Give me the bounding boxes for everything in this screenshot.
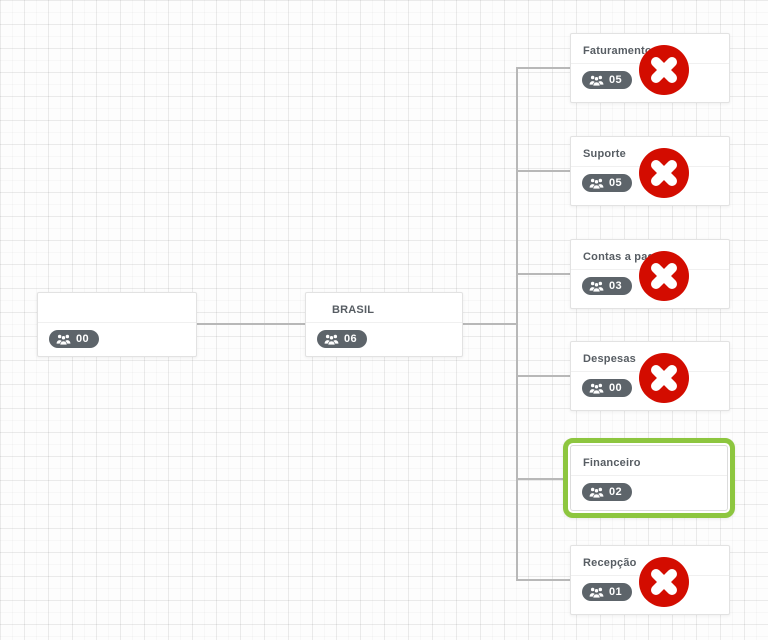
connector-brasil-trunk	[463, 323, 517, 325]
org-node-root[interactable]: 00	[37, 292, 197, 357]
member-count-badge[interactable]: 05	[582, 71, 633, 89]
connector-branch-recepcao	[517, 579, 570, 581]
delete-x-icon	[639, 557, 689, 607]
node-title: Financeiro	[571, 446, 727, 476]
member-count: 00	[609, 382, 623, 394]
users-icon	[589, 178, 604, 189]
users-icon	[589, 281, 604, 292]
delete-node-button[interactable]	[639, 148, 689, 198]
node-title: BRASIL	[306, 293, 462, 323]
org-node-faturamento[interactable]: Faturamento 05	[570, 33, 730, 103]
member-count: 01	[609, 586, 623, 598]
users-icon	[589, 383, 604, 394]
delete-x-icon	[639, 148, 689, 198]
member-count: 05	[609, 177, 623, 189]
org-node-despesas[interactable]: Despesas 00	[570, 341, 730, 411]
delete-node-button[interactable]	[639, 353, 689, 403]
connector-trunk	[516, 67, 518, 581]
connector-branch-faturamento	[517, 67, 570, 69]
users-icon	[589, 75, 604, 86]
org-node-brasil[interactable]: BRASIL 06	[305, 292, 463, 357]
connector-branch-suporte	[517, 170, 570, 172]
member-count-badge[interactable]: 03	[582, 277, 633, 295]
member-count: 03	[609, 280, 623, 292]
member-count: 06	[344, 333, 358, 345]
users-icon	[324, 334, 339, 345]
connector-branch-despesas	[517, 375, 570, 377]
users-icon	[589, 487, 604, 498]
member-count: 05	[609, 74, 623, 86]
member-count-badge[interactable]: 01	[582, 583, 633, 601]
member-count-badge[interactable]: 05	[582, 174, 633, 192]
delete-node-button[interactable]	[639, 45, 689, 95]
connector-branch-financeiro	[517, 478, 563, 480]
connector-root-brasil	[197, 323, 305, 325]
delete-node-button[interactable]	[639, 251, 689, 301]
delete-x-icon	[639, 251, 689, 301]
selected-node-highlight: Financeiro 02	[563, 438, 735, 518]
member-count-badge[interactable]: 00	[49, 330, 100, 348]
member-count-badge[interactable]: 00	[582, 379, 633, 397]
users-icon	[56, 334, 71, 345]
member-count: 02	[609, 486, 623, 498]
delete-x-icon	[639, 45, 689, 95]
node-title	[38, 293, 196, 323]
delete-x-icon	[639, 353, 689, 403]
users-icon	[589, 587, 604, 598]
org-node-recepcao[interactable]: Recepção 01	[570, 545, 730, 615]
org-node-contas-a-pagar[interactable]: Contas a pagar 03	[570, 239, 730, 309]
org-node-suporte[interactable]: Suporte 05	[570, 136, 730, 206]
member-count-badge[interactable]: 06	[317, 330, 368, 348]
member-count: 00	[76, 333, 90, 345]
member-count-badge[interactable]: 02	[582, 483, 633, 501]
delete-node-button[interactable]	[639, 557, 689, 607]
org-node-financeiro[interactable]: Financeiro 02	[570, 445, 728, 511]
connector-branch-contas	[517, 273, 570, 275]
